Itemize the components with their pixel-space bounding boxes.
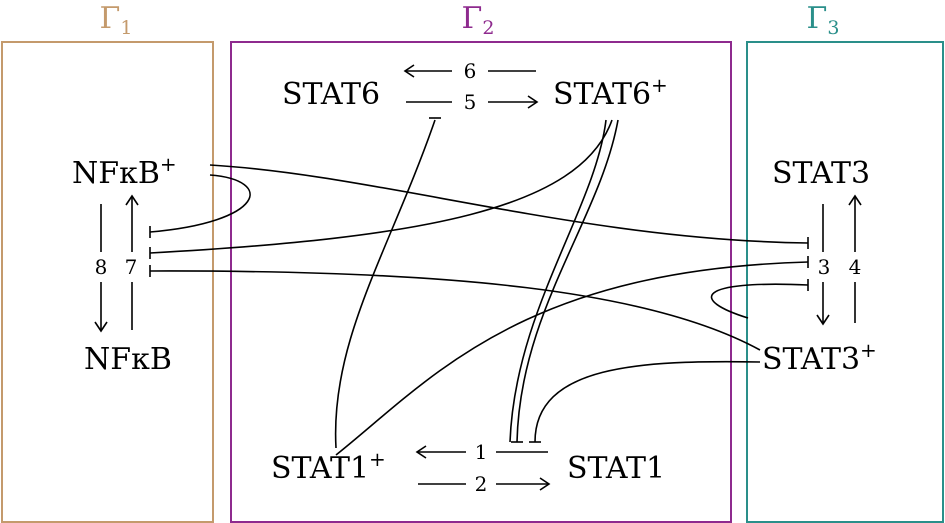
edge-stat3-plus-to-t3 — [710, 283, 809, 319]
edge-stat1-plus-to-t3 — [335, 261, 809, 456]
group-title-gamma3: Γ3 — [807, 1, 840, 39]
edge-nfkb-plus-to-t3 — [209, 164, 809, 244]
group-title-gamma2: Γ2 — [462, 1, 495, 39]
transition-1-arrow — [415, 445, 548, 459]
node-stat3: STAT3 — [772, 156, 870, 191]
edge-stat6-plus-to-t1-b — [509, 119, 607, 443]
transition-label-7: 7 — [125, 255, 138, 279]
transition-label-3: 3 — [818, 255, 831, 279]
node-nfkb: NFκB — [84, 342, 172, 377]
node-stat1-plus: STAT1+ — [271, 447, 386, 486]
edge-stat6-plus-to-t7 — [149, 119, 613, 254]
transition-5-arrow — [406, 95, 539, 109]
node-stat3-plus: STAT3+ — [762, 338, 877, 377]
transition-label-4: 4 — [849, 255, 862, 279]
transition-label-8: 8 — [95, 255, 108, 279]
transition-label-5: 5 — [464, 90, 477, 114]
group-title-gamma1: Γ1 — [100, 1, 133, 39]
node-stat6: STAT6 — [282, 77, 380, 112]
edge-stat1-plus-to-t5 — [334, 119, 436, 449]
transition-3-arrow — [816, 204, 830, 326]
transition-8-arrow — [94, 204, 108, 333]
transition-label-6: 6 — [464, 59, 477, 83]
group-box-gamma2 — [230, 41, 732, 523]
transition-label-1: 1 — [475, 440, 488, 464]
group-box-gamma1 — [1, 41, 214, 523]
edge-stat3-plus-to-t7 — [149, 270, 761, 351]
edge-nfkb-plus-to-t7 — [149, 174, 251, 233]
transition-label-2: 2 — [475, 472, 488, 496]
group-box-gamma3 — [746, 41, 944, 523]
edge-stat6-plus-to-t1-a — [516, 119, 619, 443]
transition-7-arrow — [125, 194, 139, 330]
node-nfkb-plus: NFκB+ — [72, 152, 177, 191]
edge-stat3-plus-to-t1 — [534, 360, 761, 443]
node-stat1: STAT1 — [567, 451, 665, 486]
transition-6-arrow — [403, 64, 536, 78]
node-stat6-plus: STAT6+ — [553, 73, 668, 112]
transition-2-arrow — [418, 477, 551, 491]
transition-4-arrow — [848, 194, 862, 323]
